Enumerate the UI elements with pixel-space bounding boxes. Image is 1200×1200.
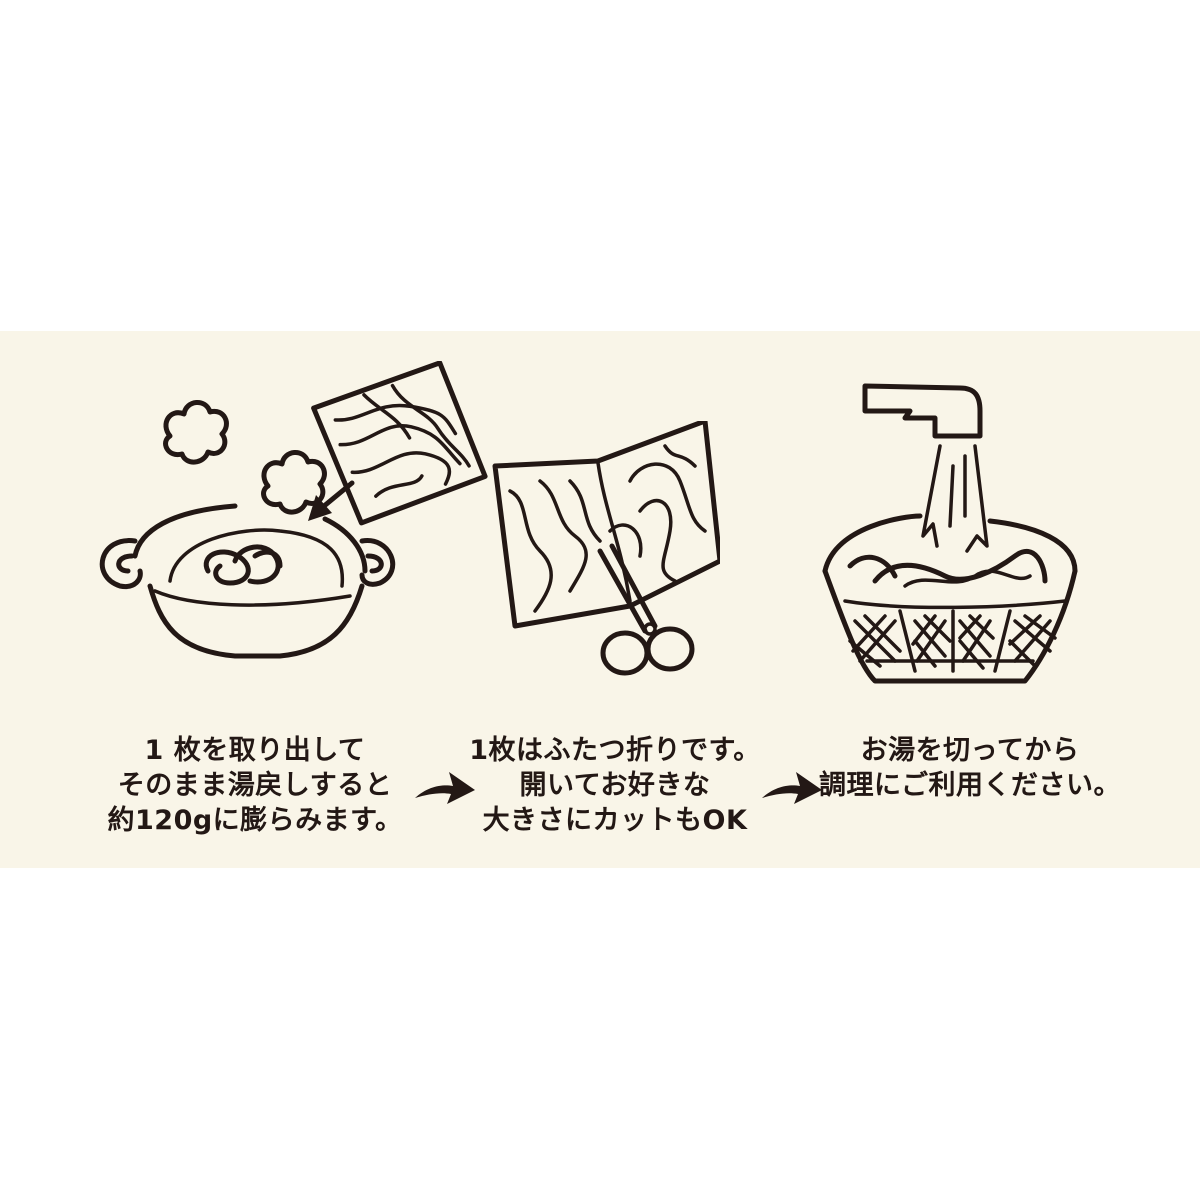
step-3-caption: お湯を切ってから 調理にご利用ください。 [815,733,1125,803]
scissors-icon [492,421,720,676]
caption-line: 大きさにカットもOK [482,805,748,836]
pot-illustration [80,361,500,681]
caption-line: 1枚はふたつ折りです。 [469,735,761,766]
arrow-right-icon [413,768,477,808]
caption-line: 調理にご利用ください。 [819,770,1121,801]
pot-icon [99,361,488,659]
colander-illustration [805,376,1095,686]
caption-line: 約120gに膨らみます。 [107,805,403,836]
scissors-illustration [480,421,720,681]
caption-line: そのまま湯戻しすると [117,770,393,801]
arrow-right-icon [760,768,824,808]
instructions-panel: 1 枚を取り出して そのまま湯戻しすると 約120gに膨らみます。 1枚はふたつ… [0,331,1200,868]
caption-line: 開いてお好きな [519,770,711,801]
caption-line: お湯を切ってから [860,735,1080,766]
step-2-caption: 1枚はふたつ折りです。 開いてお好きな 大きさにカットもOK [455,733,775,838]
caption-line: 1 枚を取り出して [144,735,366,766]
step-1-caption: 1 枚を取り出して そのまま湯戻しすると 約120gに膨らみます。 [90,733,420,838]
colander-icon [822,383,1078,684]
